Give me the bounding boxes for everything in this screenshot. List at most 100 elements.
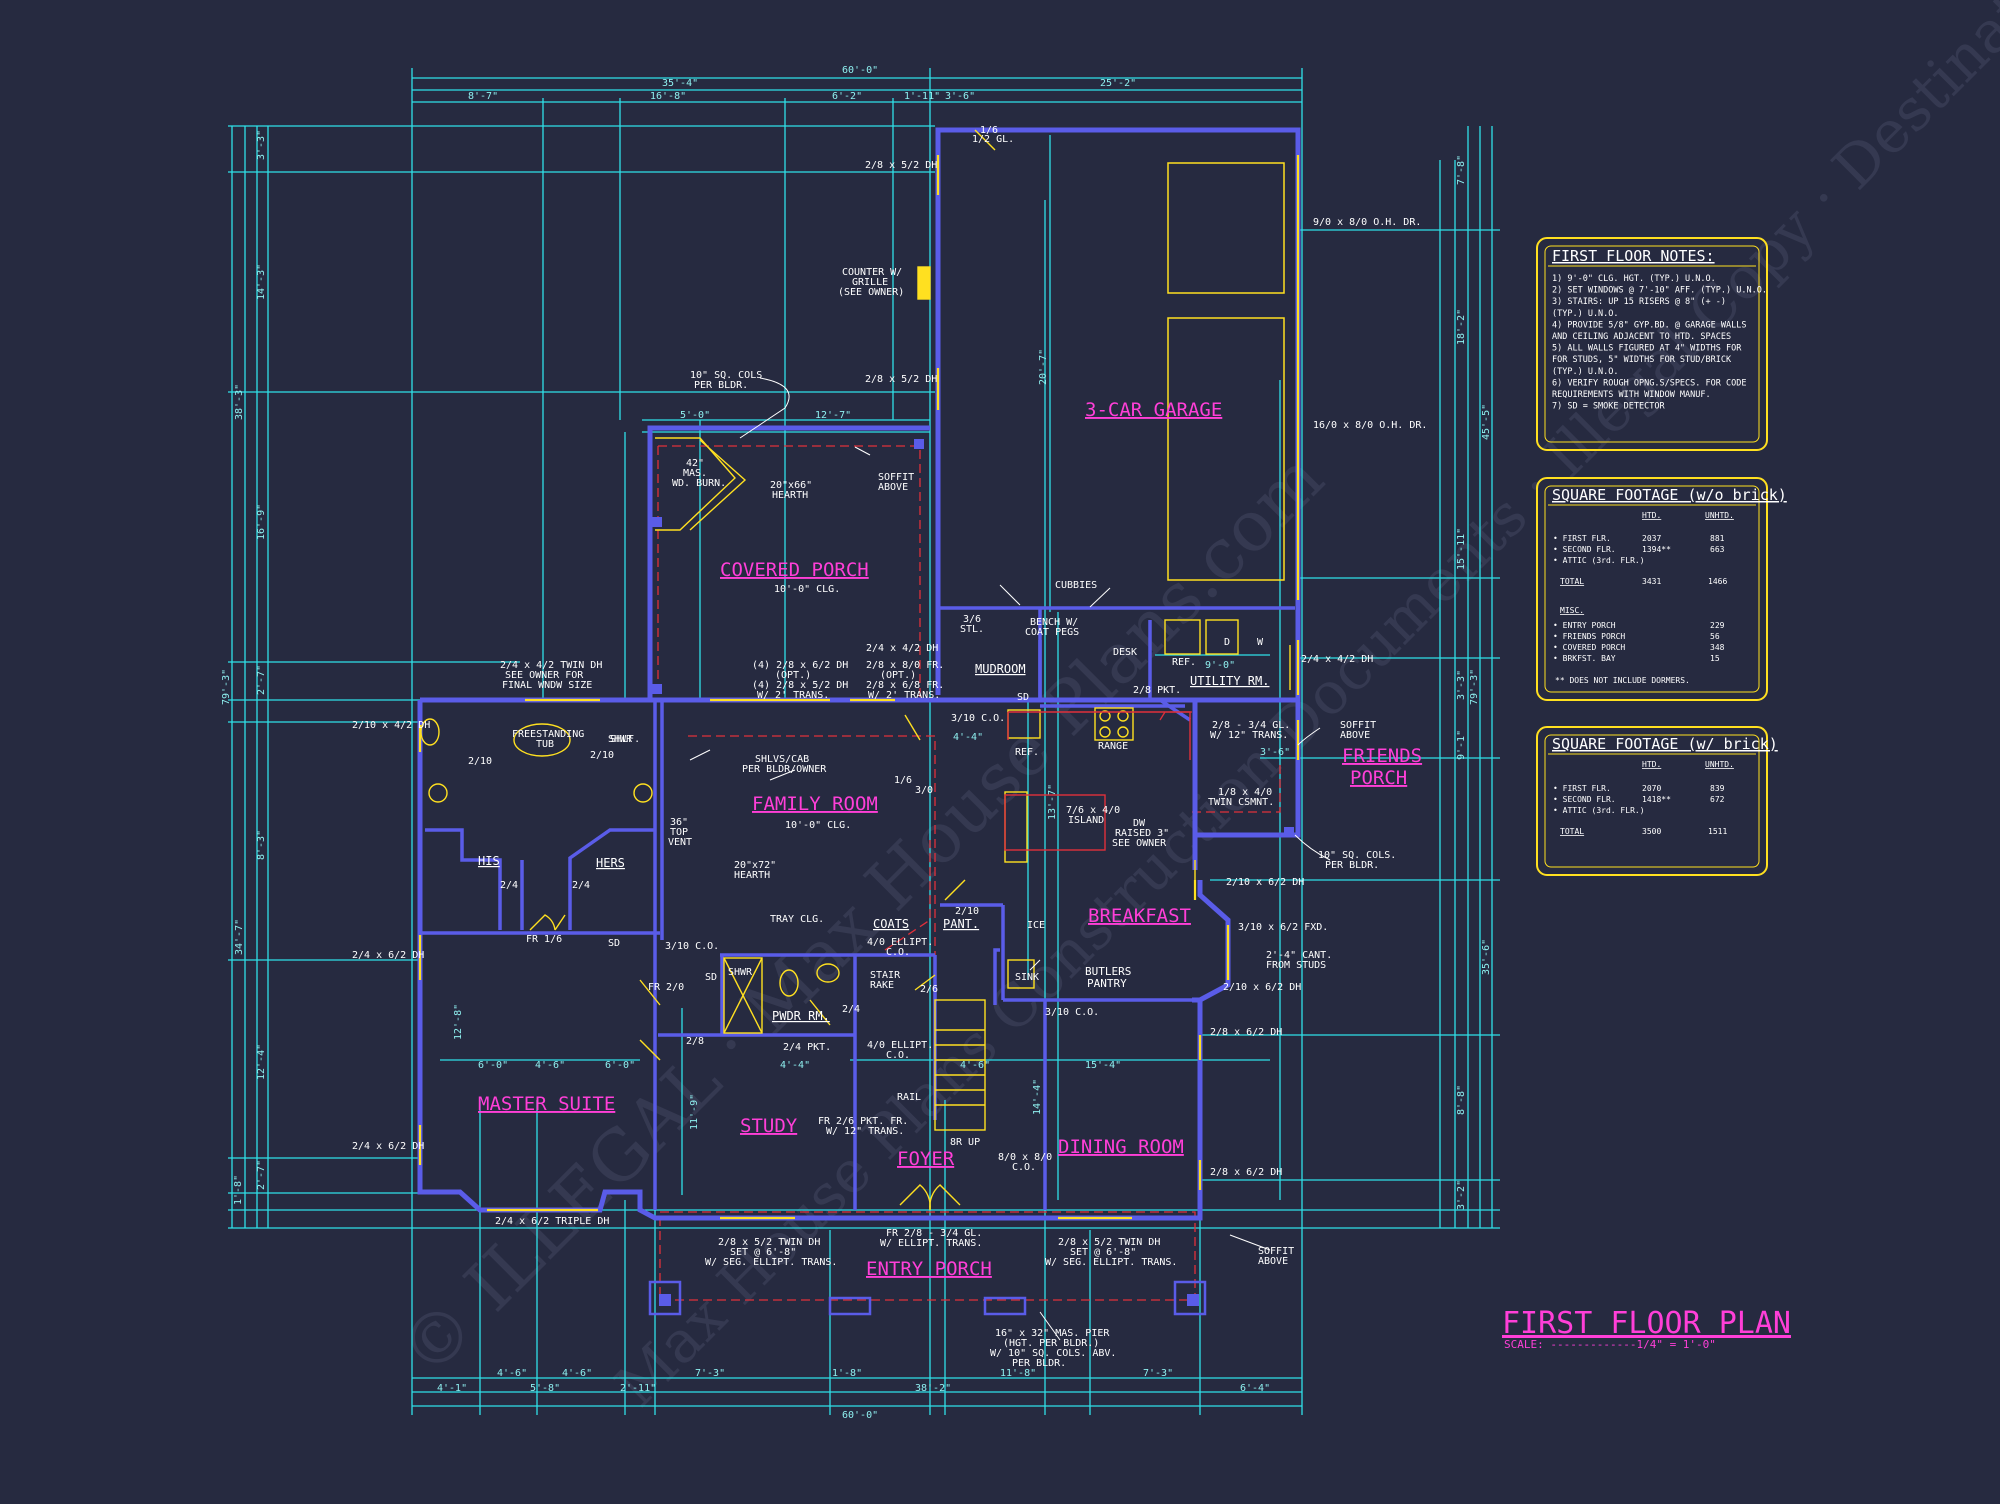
label-sd-2: SD	[1017, 692, 1029, 703]
dim-bottom-e: 2'-11"	[620, 1383, 656, 1394]
label-soffit-top-2: ABOVE	[878, 482, 908, 493]
sqft-brick-total-htd: 3500	[1642, 827, 1661, 836]
label-dh-master-top: 2/10 x 4/2 DH	[352, 720, 430, 731]
sqft-brick-panel: SQUARE FOOTAGE (w/ brick) HTD. UNHTD. • …	[1536, 726, 1778, 876]
label-pkt-study: 2/4 PKT.	[783, 1042, 831, 1053]
dim-bottom-h: 11'-8"	[1000, 1368, 1036, 1379]
label-hearth-family-2: HEARTH	[734, 870, 770, 881]
sqft-nobrick-panel: SQUARE FOOTAGE (w/o brick) HTD. UNHTD. •…	[1536, 477, 1787, 701]
sqft-row-unhtd: 663	[1710, 545, 1725, 554]
sqft-row-htd: 2070	[1642, 784, 1661, 793]
room-friends-porch-1: FRIENDS	[1342, 745, 1422, 767]
dim-right-g: 3'-2"	[1456, 1180, 1467, 1210]
dim-top-left: 35'-4"	[662, 78, 698, 89]
dim-top-a: 8'-7"	[468, 91, 498, 102]
label-gl-1-2-1: 1/6	[980, 125, 998, 136]
dim-bottom-g: 1'-8"	[832, 1368, 862, 1379]
dim-12-8: 12'-8"	[453, 1004, 464, 1040]
label-dw-1: DW	[1133, 818, 1146, 829]
sqft-misc-label: • FRIENDS PORCH	[1553, 632, 1625, 641]
label-front-left-window-1: 2/8 x 5/2 TWIN DH	[718, 1237, 820, 1248]
label-foyer-co-1: 8/0 x 8/0	[998, 1152, 1052, 1163]
sqft-nobrick-total-label: TOTAL	[1560, 577, 1584, 586]
label-top-vent-1: 36"	[670, 817, 688, 828]
dim-11-9: 11'-9"	[689, 1094, 700, 1130]
label-shlf: SHLF.	[610, 734, 640, 745]
label-study-door-1: FR 2/6 PKT. FR.	[818, 1116, 908, 1127]
dim-top-b: 16'-8"	[650, 91, 686, 102]
label-cant-1: 2'-4" CANT.	[1266, 950, 1332, 961]
sqft-brick-total-unhtd: 1511	[1708, 827, 1727, 836]
label-co-3-10: 3/10 C.O.	[951, 713, 1005, 724]
dim-13-7: 13'-7"	[1047, 784, 1058, 820]
label-entry-door-2: W/ ELLIPT. TRANS.	[880, 1238, 982, 1249]
label-shwr-2: SHWR	[728, 967, 753, 978]
label-mudroom: MUDROOM	[975, 662, 1026, 676]
plan-scale: SCALE: -------------1/4" = 1'-0"	[1504, 1338, 1716, 1351]
notes-title: FIRST FLOOR NOTES:	[1552, 247, 1715, 265]
label-ref-kitchen: REF.	[1015, 747, 1039, 758]
label-shlvs-2: PER BLDR/OWNER	[742, 764, 827, 775]
sqft-row-htd: 1418**	[1642, 795, 1671, 804]
dim-14-4: 14'-4"	[1032, 1079, 1043, 1115]
notes-panel: FIRST FLOOR NOTES: 1) 9'-0" CLG. HGT. (T…	[1536, 237, 1768, 451]
label-door-3-0: 3/0	[915, 785, 933, 796]
dim-4-0: 4'-6"	[960, 1060, 990, 1071]
label-pier-2: (HGT. PER BLDR.)	[1003, 1338, 1099, 1349]
label-door-2-10c: 2/10	[590, 750, 614, 761]
dim-bottom-j: 6'-4"	[1240, 1383, 1270, 1394]
label-pier-4: PER BLDR.	[1012, 1358, 1066, 1369]
label-door-2-10: 2/10	[468, 756, 492, 767]
label-soffit-top-1: SOFFIT	[878, 472, 914, 483]
notes-line: AND CEILING ADJACENT TO HTD. SPACES	[1552, 332, 1731, 342]
dim-top-c: 6'-2"	[832, 91, 862, 102]
notes-line: (TYP.) U.N.O.	[1552, 367, 1619, 377]
dimension-lines	[228, 68, 1500, 1415]
notes-line: (TYP.) U.N.O.	[1552, 309, 1619, 319]
dim-right-b: 18'-2"	[1456, 309, 1467, 345]
sqft-misc-label: • BRKFST. BAY	[1553, 654, 1616, 663]
label-island-2: ISLAND	[1068, 815, 1104, 826]
notes-line: 2) SET WINDOWS @ 7'-10" AFF. (TYP.) U.N.…	[1552, 286, 1767, 296]
dim-left-overall: 79'-3"	[221, 669, 232, 705]
sqft-row-unhtd: 881	[1710, 534, 1725, 543]
label-garage-door-bottom: 16/0 x 8/0 O.H. DR.	[1313, 420, 1427, 431]
label-twin-dh-covered-2: (OPT.)	[775, 670, 811, 681]
dim-15-4: 15'-4"	[1085, 1060, 1121, 1071]
dim-bottom-k: 38'-2"	[915, 1383, 951, 1394]
label-dh-breakfast-1: 2/10 x 6/2 DH	[1226, 877, 1304, 888]
label-fireplace-2: MAS.	[683, 468, 707, 479]
room-study: STUDY	[740, 1115, 798, 1137]
sqft-row-unhtd: 672	[1710, 795, 1725, 804]
label-fr-2-8-2: (OPT.)	[880, 670, 916, 681]
label-sd-3: SD	[705, 972, 717, 983]
room-friends-porch-2: PORCH	[1350, 767, 1407, 789]
sqft-brick-col-unhtd: UNHTD.	[1705, 760, 1734, 769]
label-hearth-top-1: 20"x66"	[770, 480, 812, 491]
label-soffit-entry-1: SOFFIT	[1258, 1246, 1294, 1257]
label-top-vent-3: VENT	[668, 837, 692, 848]
label-top-vent-2: TOP	[670, 827, 688, 838]
label-col-top-1: 10" SQ. COLS	[690, 370, 762, 381]
label-bench-1: BENCH W/	[1030, 617, 1078, 628]
sqft-row-label: • FIRST FLR.	[1553, 534, 1611, 543]
sqft-nobrick-title: SQUARE FOOTAGE (w/o brick)	[1552, 486, 1787, 504]
dim-left-upper: 38'-3"	[234, 384, 245, 420]
sqft-brick-total-label: TOTAL	[1560, 827, 1584, 836]
sqft-row-label: • ATTIC (3rd. FLR.)	[1553, 556, 1645, 565]
dim-bottom-b: 4'-6"	[497, 1368, 527, 1379]
label-dh-window-2: 2/8 x 5/2 DH	[865, 374, 937, 385]
room-covered-porch: COVERED PORCH	[720, 559, 869, 581]
label-twin-csmnt-1: 1/8 x 4/0	[1218, 787, 1272, 798]
dim-5-0: 5'-0"	[680, 410, 710, 421]
label-col-friends-2: PER BLDR.	[1325, 860, 1379, 871]
label-ice: ICE	[1027, 920, 1045, 931]
notes-line: 6) VERIFY ROUGH OPNG.S/SPECS. FOR CODE	[1552, 378, 1746, 388]
dim-right-c: 15'-11"	[1456, 528, 1467, 570]
dim-3-6: 3'-6"	[1260, 747, 1290, 758]
dim-right-overall: 79'-3"	[1469, 669, 1480, 705]
label-dh-window-1: 2/8 x 5/2 DH	[865, 160, 937, 171]
walls	[417, 127, 1301, 1221]
label-pant: PANT.	[943, 917, 979, 931]
